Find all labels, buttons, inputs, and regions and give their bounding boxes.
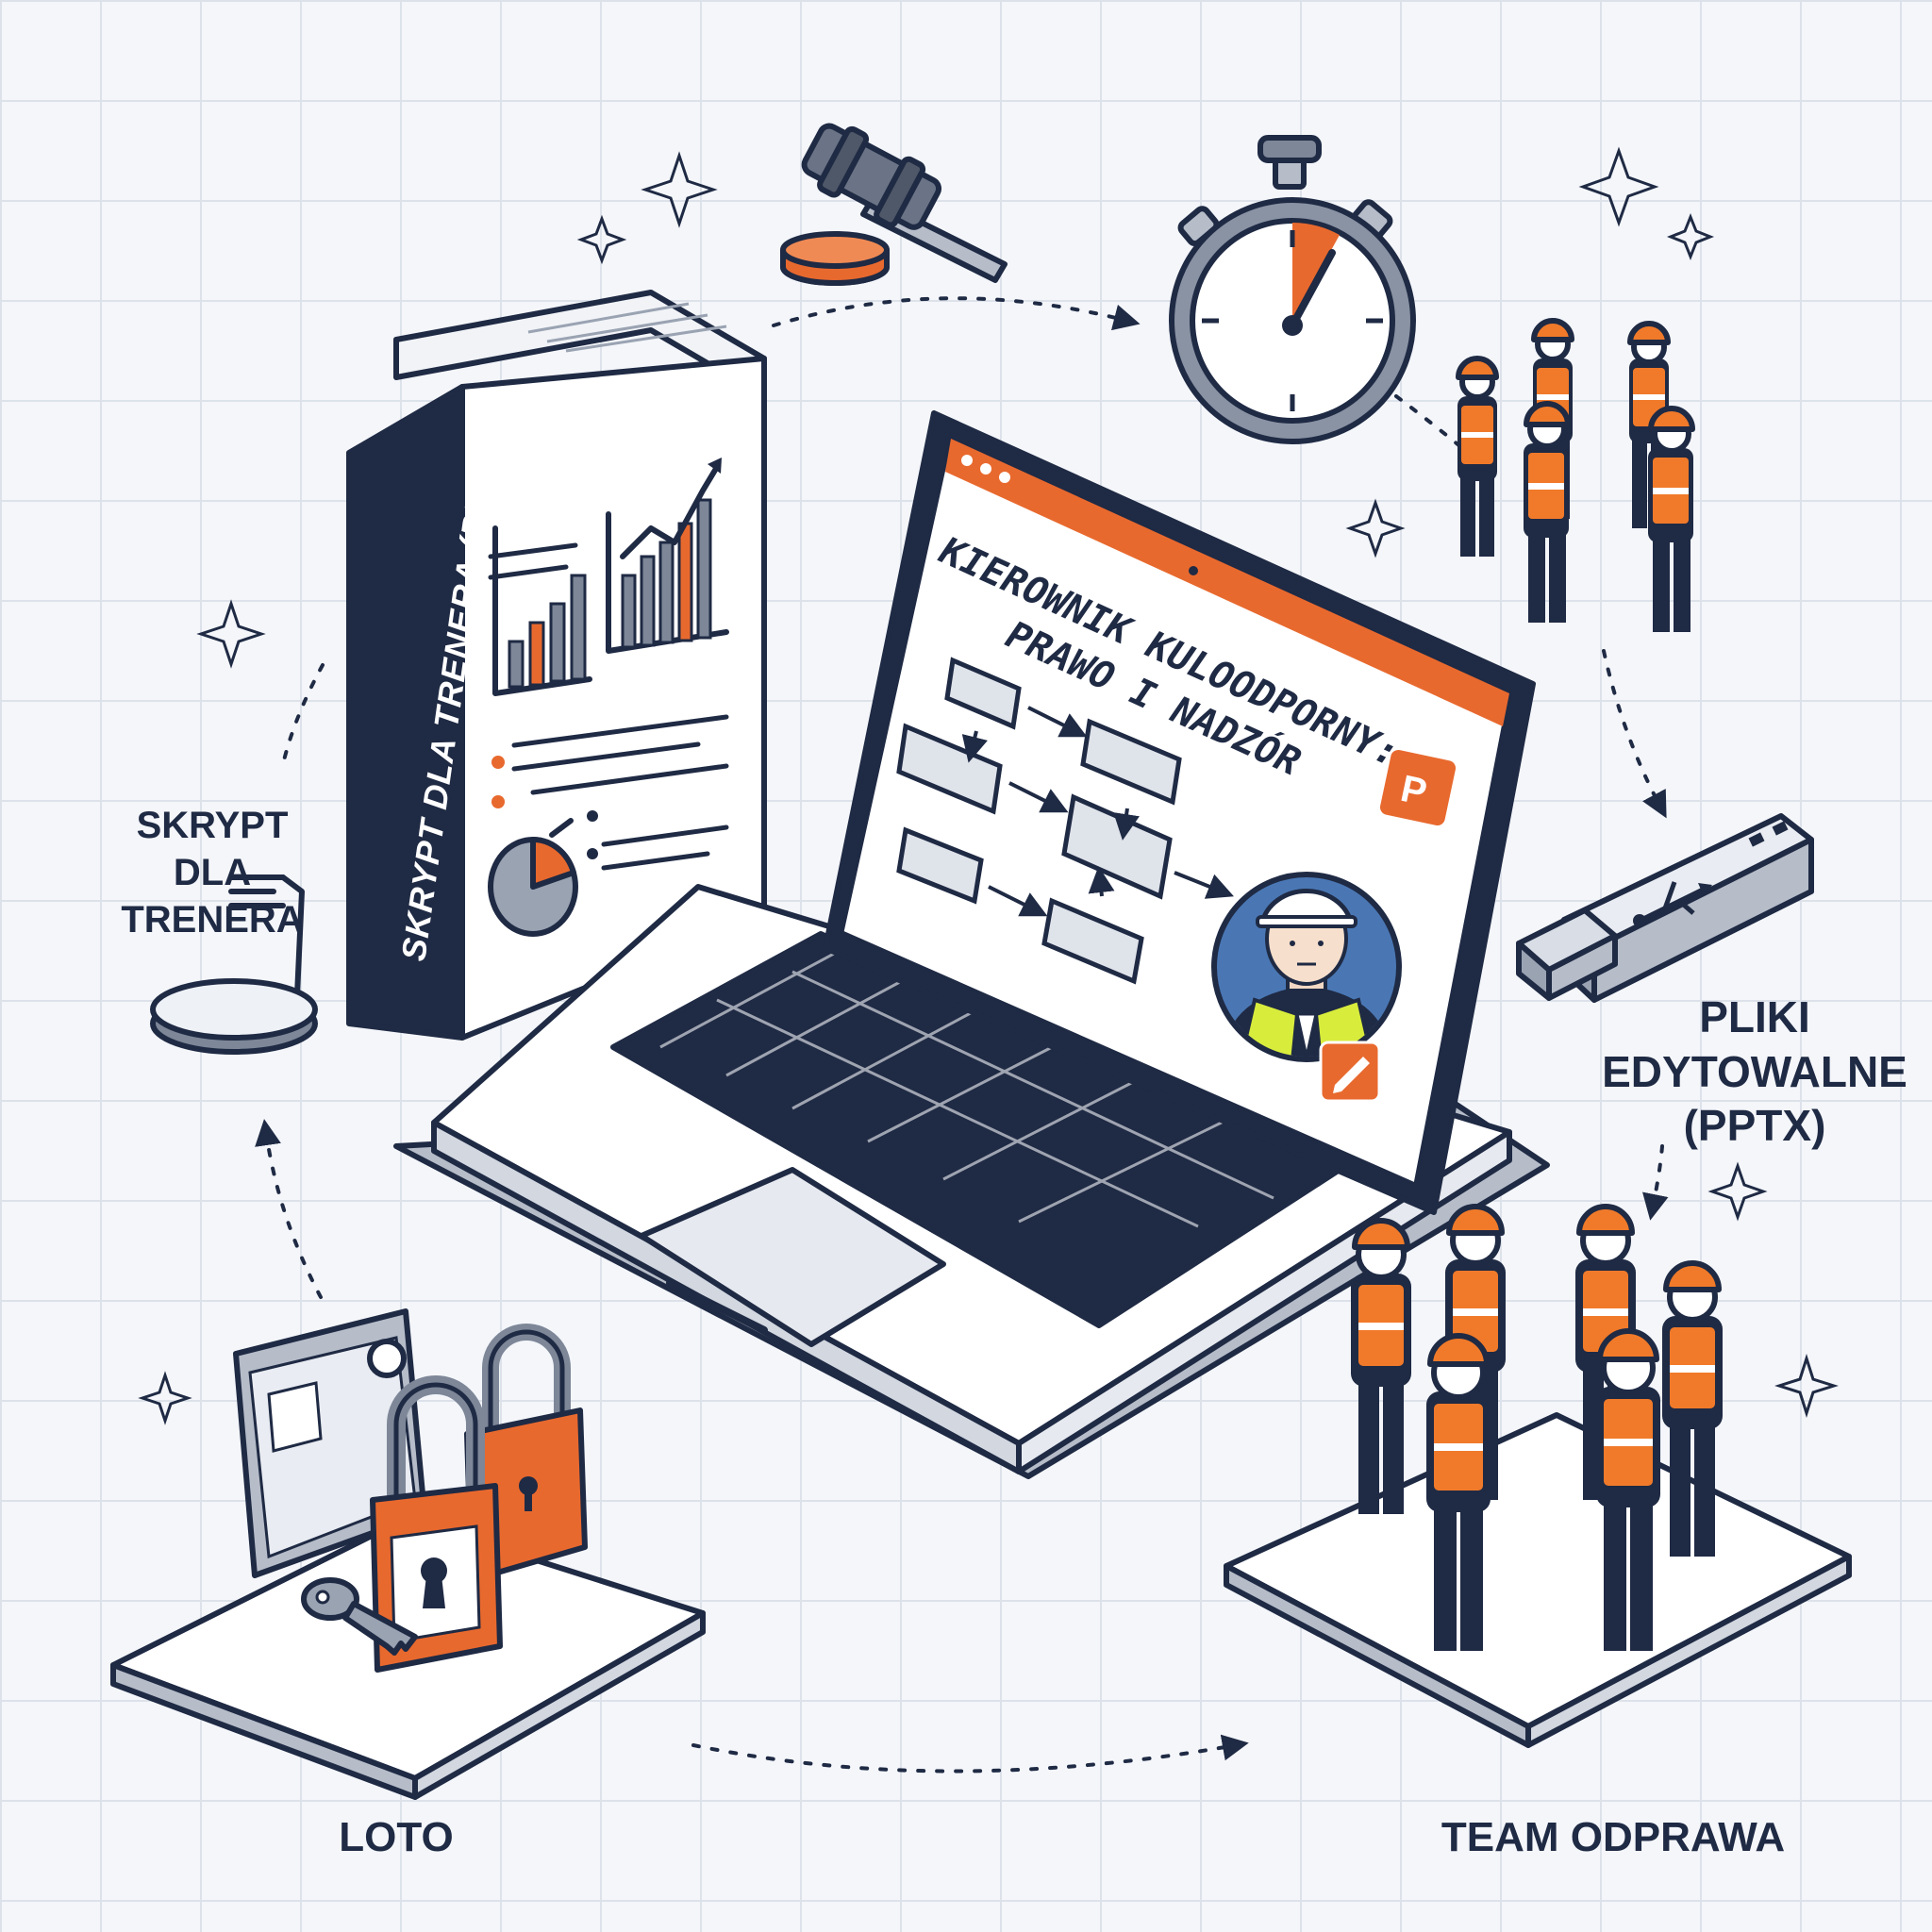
worker-figure bbox=[1596, 1328, 1660, 1651]
flow-arrow-pptx-to-team bbox=[1642, 1144, 1669, 1221]
worker-figure bbox=[1426, 1333, 1491, 1651]
flow-arrows bbox=[255, 296, 1669, 1774]
flow-box bbox=[944, 657, 1022, 730]
book-pie-chart bbox=[488, 818, 578, 937]
padlock-icon bbox=[370, 1375, 503, 1673]
powerpoint-icon: P bbox=[1379, 749, 1457, 826]
keyboard-keys bbox=[659, 946, 1274, 1228]
flow-box bbox=[1080, 718, 1182, 806]
screen-titlebar bbox=[945, 439, 1509, 726]
team-briefing-platform bbox=[1224, 1204, 1852, 1748]
sparkle-icon bbox=[576, 214, 627, 265]
team-group-top bbox=[1456, 318, 1695, 632]
sparkle-icon bbox=[1578, 146, 1659, 227]
trackpad bbox=[639, 1167, 946, 1347]
book-line-chart bbox=[606, 458, 729, 654]
key-icon bbox=[301, 1577, 418, 1656]
stopwatch-icon bbox=[1169, 135, 1416, 444]
sparkle-icon bbox=[196, 599, 266, 669]
flow-arrow-gavel-to-stopwatch bbox=[772, 296, 1141, 331]
flow-arrow-book-top bbox=[281, 663, 325, 766]
sparkle-icon bbox=[641, 151, 718, 228]
scroll-icon bbox=[150, 874, 318, 1055]
sparkle-icon bbox=[1666, 212, 1715, 261]
flow-arrow-loto-to-book bbox=[255, 1119, 323, 1299]
flow-box bbox=[1041, 897, 1144, 985]
usb-drive-icon bbox=[1516, 813, 1814, 1003]
sparkle-icon bbox=[138, 1371, 192, 1425]
edit-icon bbox=[1319, 1041, 1381, 1103]
worker-figure bbox=[1351, 1218, 1411, 1514]
worker-figure bbox=[1456, 356, 1499, 557]
label-editable-files: PLIKI EDYTOWALNE (PPTX) bbox=[1602, 992, 1907, 1150]
gavel-icon bbox=[780, 123, 1008, 286]
sparkle-icons bbox=[138, 146, 1839, 1425]
sparkle-icon bbox=[1345, 498, 1406, 558]
label-team-briefing: TEAM ODPRAWA bbox=[1441, 1814, 1786, 1860]
sparkle-icon bbox=[1707, 1161, 1768, 1222]
sparkle-icon bbox=[1774, 1354, 1839, 1418]
flow-box bbox=[896, 826, 984, 905]
laptop: KIEROWNIK KULOODPORNY: PRAWO I NADZÓR P bbox=[393, 410, 1550, 1479]
worker-figure bbox=[1524, 401, 1571, 623]
loto-platform bbox=[110, 1308, 706, 1800]
flow-arrow-team-to-usb bbox=[1602, 649, 1667, 819]
book-bar-chart bbox=[492, 525, 592, 696]
worker-figure bbox=[1662, 1260, 1723, 1557]
supervisor-avatar bbox=[1211, 872, 1402, 1062]
flow-arrow-stopwatch-to-team bbox=[1394, 394, 1464, 450]
worker-figure bbox=[1648, 406, 1695, 632]
label-trainer-script: SKRYPT DLA TRENERA bbox=[121, 805, 304, 941]
label-loto: LOTO bbox=[339, 1814, 454, 1860]
flow-arrow-loto-to-team bbox=[691, 1734, 1249, 1774]
trainer-script-book: SKRYPT DLA TRENERA (PDF) bbox=[346, 290, 767, 1041]
